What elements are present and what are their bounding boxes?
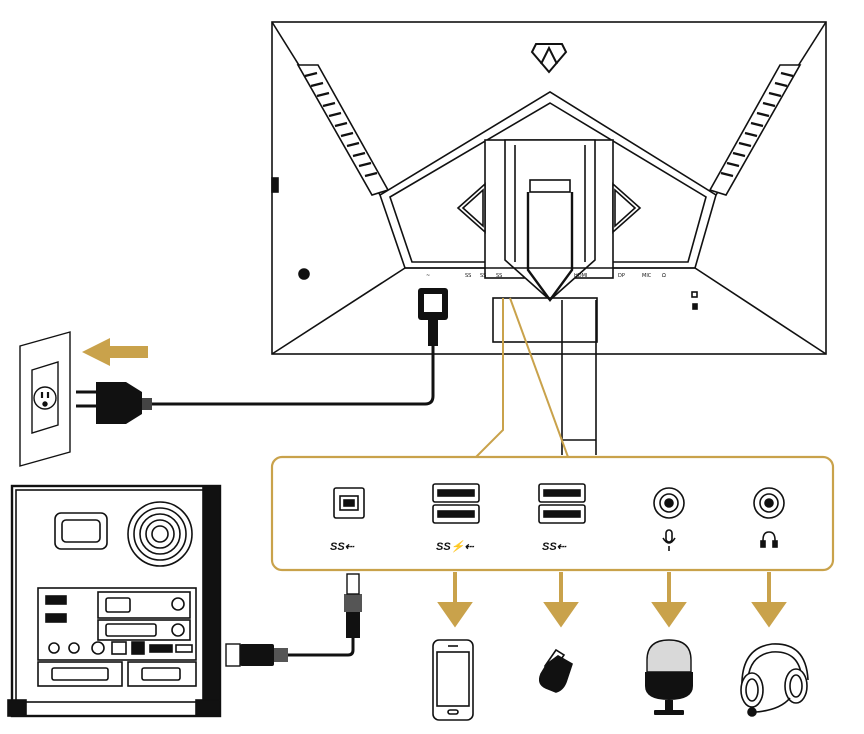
- usb-cable: [225, 573, 362, 667]
- headphone-symbol-icon: [760, 531, 778, 548]
- vga-port-icon: [105, 597, 131, 613]
- wall-outlet: [19, 331, 71, 467]
- pc-usb-b-port-icon: [111, 641, 127, 655]
- arrow-head-phone: [437, 602, 473, 628]
- microphone-icon: [645, 639, 693, 715]
- port-label-mic: MIC: [642, 273, 652, 279]
- socket-icon: [33, 386, 57, 410]
- lock-slot-icon: [691, 291, 698, 298]
- usb-a-port-icon: [538, 483, 586, 524]
- usb-b-port-icon: [333, 487, 365, 519]
- usb-a-charging-label: SS⚡⇠: [436, 540, 474, 553]
- monitor-back: ~ SS SS SS HDMI DP MIC Ω: [271, 21, 827, 455]
- brand-logo-icon: [530, 43, 568, 74]
- serial-port-icon: [141, 667, 181, 681]
- usb-a-charging-port-icon: [432, 483, 480, 524]
- port-label-dp: DP: [618, 273, 625, 279]
- power-plug-connector: [418, 288, 448, 346]
- lock-icon: [692, 303, 698, 310]
- pc-io-panel: [37, 587, 197, 661]
- port-label-usb-a: SS: [480, 273, 486, 279]
- usb-drive-icon: [539, 648, 573, 693]
- callout-lines: [475, 297, 569, 458]
- pc-fan-icon: [127, 501, 193, 567]
- port-label-headphone: Ω: [662, 273, 666, 279]
- usb-a-label: SS⇠: [542, 541, 567, 553]
- dvi-port-icon: [51, 667, 109, 681]
- side-button: [271, 177, 279, 193]
- microphone-symbol-icon: [662, 529, 676, 551]
- pc-power-socket: [54, 512, 108, 550]
- joystick-icon: [298, 268, 310, 280]
- insert-arrow-icon: [82, 338, 148, 366]
- monitor-port-strip: ~ SS SS SS HDMI DP MIC Ω: [405, 267, 695, 279]
- power-cable: [150, 346, 435, 406]
- wall-plug: [76, 382, 152, 424]
- arrow-head-usb-drive: [543, 602, 579, 628]
- pc-tower-back: [7, 484, 222, 718]
- port-label-usb-up: SS: [465, 273, 471, 279]
- headphone-jack-icon: [753, 487, 785, 519]
- monitor-stand: [492, 139, 598, 455]
- port-label-hdmi: HDMI: [574, 273, 587, 279]
- smartphone-icon: [432, 639, 474, 721]
- left-vent: [296, 64, 390, 196]
- io-panel-callout: SS⇠ SS⚡⇠ SS⇠: [270, 455, 835, 572]
- arrow-head-headset: [751, 602, 787, 628]
- usb-b-label: SS⇠: [330, 541, 355, 553]
- device-arrows: [437, 572, 787, 628]
- mic-jack-icon: [653, 487, 685, 519]
- right-vent: [708, 64, 802, 196]
- headset-icon: [740, 643, 809, 717]
- arrow-head-microphone: [651, 602, 687, 628]
- port-label-power: ~: [426, 273, 430, 279]
- port-label-usb-b: SS: [496, 273, 502, 279]
